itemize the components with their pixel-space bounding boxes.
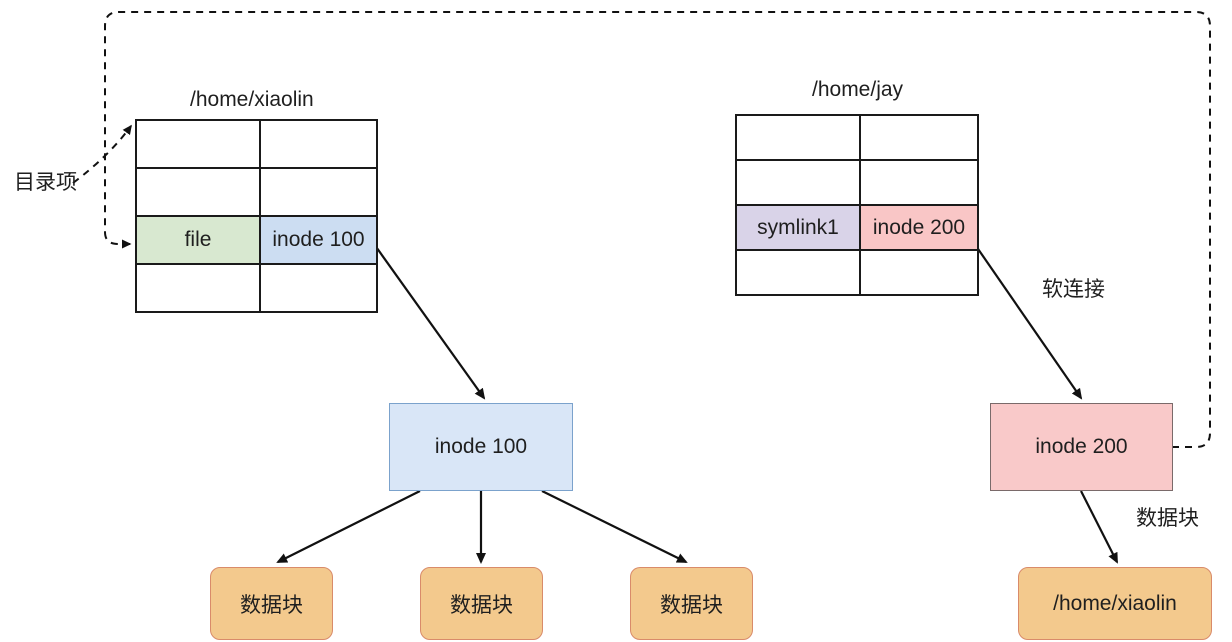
- dir-entry-inode-cell[interactable]: [259, 119, 378, 169]
- data-block-note-label: 数据块: [1136, 507, 1199, 530]
- arrow-inode100-to-block1: [276, 490, 421, 563]
- data-block-3[interactable]: 数据块: [630, 567, 753, 640]
- dir-entry-inode-cell-200[interactable]: inode 200: [859, 204, 979, 251]
- dir-entry-name-cell[interactable]: [135, 263, 261, 313]
- dir-entry-label: 目录项: [14, 171, 77, 194]
- home-xiaolin-dir-table[interactable]: file inode 100: [135, 119, 378, 313]
- symlink-target-path-block[interactable]: /home/xiaolin: [1018, 567, 1212, 640]
- home-jay-caption: /home/jay: [812, 78, 904, 101]
- data-block-2[interactable]: 数据块: [420, 567, 543, 640]
- dir-entry-inode-cell[interactable]: [259, 263, 378, 313]
- dir-entry-inode-cell[interactable]: [259, 167, 378, 217]
- dir-entry-inode-cell[interactable]: [859, 114, 979, 161]
- soft-link-label: 软连接: [1042, 278, 1105, 301]
- table-row[interactable]: [135, 119, 378, 169]
- dashed-arrow-dir-entry-label: [72, 124, 132, 184]
- dir-entry-name-cell[interactable]: [135, 119, 261, 169]
- dir-entry-name-cell-file[interactable]: file: [135, 215, 261, 265]
- dashed-arrow-to-file-row: [104, 231, 132, 249]
- dir-entry-inode-cell[interactable]: [859, 159, 979, 206]
- table-row[interactable]: [735, 159, 979, 206]
- arrow-inode200-cell-to-node: [975, 245, 1083, 400]
- inode-200-node[interactable]: inode 200: [990, 403, 1173, 491]
- dir-entry-inode-cell[interactable]: [859, 249, 979, 296]
- dir-entry-name-cell-symlink1[interactable]: symlink1: [735, 204, 861, 251]
- dir-entry-name-cell[interactable]: [735, 159, 861, 206]
- dir-entry-name-cell[interactable]: [735, 114, 861, 161]
- table-row-highlighted[interactable]: file inode 100: [135, 215, 378, 265]
- table-row-highlighted[interactable]: symlink1 inode 200: [735, 204, 979, 251]
- data-block-1[interactable]: 数据块: [210, 567, 333, 640]
- table-row[interactable]: [735, 249, 979, 296]
- home-jay-dir-table[interactable]: symlink1 inode 200: [735, 114, 979, 296]
- table-row[interactable]: [135, 263, 378, 313]
- inode-100-node[interactable]: inode 100: [389, 403, 573, 491]
- table-row[interactable]: [135, 167, 378, 217]
- arrow-inode200-to-target-path: [1080, 490, 1118, 564]
- arrow-inode100-to-block3: [541, 490, 688, 563]
- dir-entry-name-cell[interactable]: [135, 167, 261, 217]
- arrow-inode100-cell-to-node: [373, 243, 486, 400]
- table-row[interactable]: [735, 114, 979, 161]
- dir-entry-inode-cell-100[interactable]: inode 100: [259, 215, 378, 265]
- home-xiaolin-caption: /home/xiaolin: [190, 88, 314, 111]
- dir-entry-name-cell[interactable]: [735, 249, 861, 296]
